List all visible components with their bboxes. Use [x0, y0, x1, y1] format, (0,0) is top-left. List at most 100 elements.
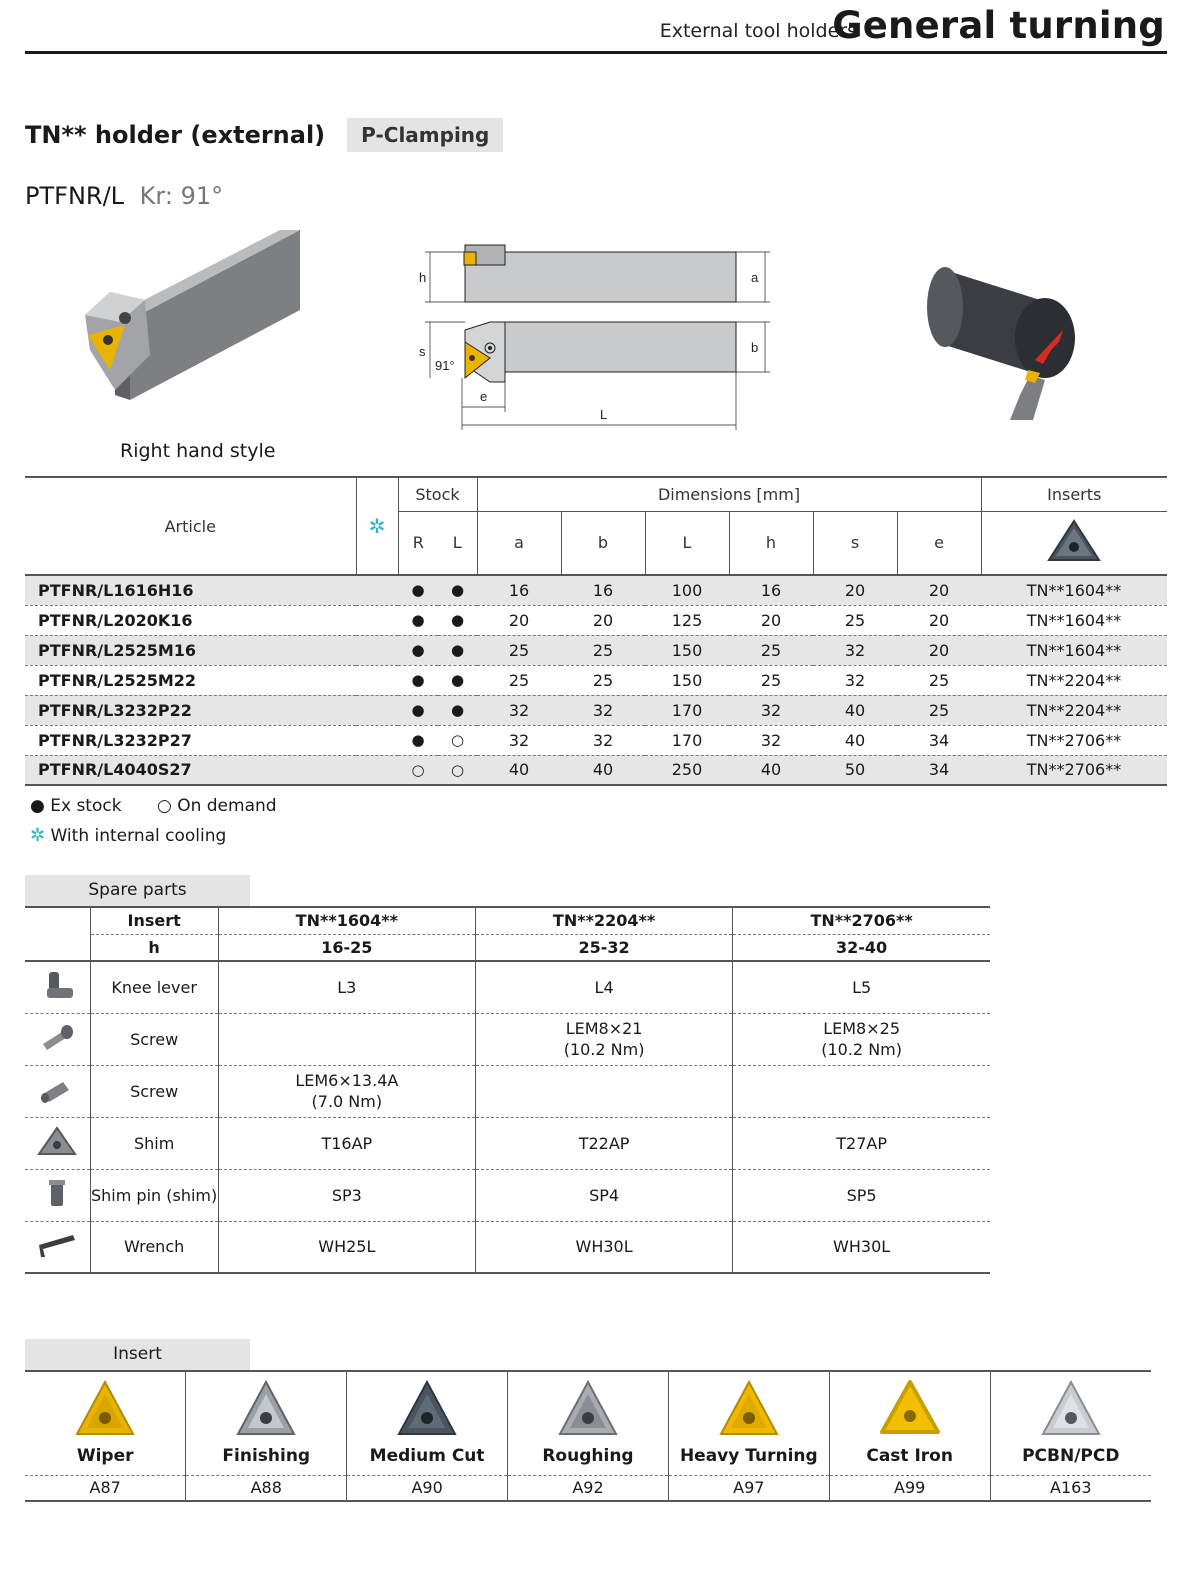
- article-cell: PTFNR/L2525M16: [25, 635, 356, 666]
- finishing-insert-icon: [236, 1379, 296, 1435]
- stock-l-cell: ○: [438, 725, 477, 756]
- insert-card[interactable]: Wiper: [25, 1370, 186, 1475]
- header-article: Article: [25, 476, 356, 576]
- dim-cell: 25: [897, 695, 981, 726]
- part-name: Wrench: [89, 1221, 219, 1274]
- dim-cell: 34: [897, 725, 981, 756]
- header-stock: Stock: [397, 476, 477, 512]
- part-value: SP3: [331, 1185, 362, 1205]
- cooling-icon: ✲: [355, 476, 398, 576]
- dim-cell: 25: [897, 665, 981, 696]
- stock-l-cell: ●: [438, 605, 477, 636]
- shim-icon: [25, 1117, 91, 1170]
- spare-part-row: Wrench WH25L WH30L WH30L: [25, 1221, 990, 1274]
- insert-page-ref[interactable]: A87: [25, 1474, 186, 1502]
- insert-page-ref[interactable]: A163: [989, 1474, 1151, 1502]
- drawing-label-a: a: [751, 270, 759, 285]
- insert-card[interactable]: Finishing: [185, 1370, 347, 1475]
- stock-r-cell: ●: [398, 665, 438, 696]
- part-value: T16AP: [321, 1133, 373, 1153]
- dim-cell: 40: [729, 755, 813, 786]
- part-value: WH30L: [833, 1237, 891, 1257]
- page-header: External tool holders General turning: [25, 0, 1167, 54]
- part-torque: (10.2 Nm): [821, 1040, 902, 1059]
- dim-cell: 25: [729, 635, 813, 666]
- dim-cell: 20: [477, 605, 561, 636]
- header-dim-l: L: [644, 511, 729, 576]
- part-value: LEM6×13.4A: [295, 1071, 399, 1090]
- insert-page-ref[interactable]: A92: [507, 1474, 669, 1502]
- dim-cell: 25: [477, 665, 561, 696]
- stock-legend: ● Ex stock ○ On demand ✲ With internal c…: [30, 792, 277, 851]
- header-inserts: Inserts: [980, 476, 1167, 512]
- spare-part-row: Knee lever L3 L4 L5: [25, 961, 990, 1014]
- insert-page-ref[interactable]: A88: [185, 1474, 347, 1502]
- cooling-legend-icon: ✲: [30, 825, 46, 846]
- part-name: Shim: [89, 1117, 219, 1170]
- dim-cell: 20: [897, 605, 981, 636]
- dim-cell: 50: [813, 755, 897, 786]
- insert-name: PCBN/PCD: [1022, 1446, 1120, 1466]
- dim-cell: 250: [645, 755, 729, 786]
- header-dim-s: s: [812, 511, 897, 576]
- drawing-label-e: e: [480, 389, 487, 404]
- article-cell: PTFNR/L4040S27: [25, 755, 356, 786]
- header-subtitle: External tool holders: [659, 20, 857, 42]
- legend-on-demand: ○ On demand: [156, 796, 277, 816]
- medium-cut-insert-icon: [397, 1379, 457, 1435]
- dim-cell: 170: [645, 695, 729, 726]
- insert-header: Insert: [89, 906, 219, 935]
- stock-l-cell: ●: [438, 665, 477, 696]
- insert-card[interactable]: Medium Cut: [346, 1370, 508, 1475]
- insert-card[interactable]: Roughing: [507, 1370, 669, 1475]
- part-value: WH30L: [575, 1237, 633, 1257]
- insert-section-label: Insert: [25, 1339, 250, 1370]
- stock-r-cell: ●: [398, 725, 438, 756]
- part-value: LEM8×25: [823, 1019, 900, 1038]
- insert-name: Wiper: [76, 1446, 134, 1466]
- drawing-label-h: h: [419, 270, 426, 285]
- part-name: Screw: [89, 1065, 219, 1118]
- dim-cell: 25: [561, 665, 645, 696]
- header-dim-e: e: [896, 511, 981, 576]
- header-dim-a: a: [476, 511, 561, 576]
- workpiece-image: [927, 267, 1075, 420]
- part-name: Knee lever: [89, 961, 219, 1014]
- dim-cell: 25: [729, 665, 813, 696]
- stock-r-cell: ○: [398, 755, 438, 786]
- insert-cell: TN**2706**: [981, 725, 1167, 756]
- dim-cell: 32: [813, 665, 897, 696]
- insert-card[interactable]: Cast Iron: [828, 1370, 991, 1475]
- drawing-label-s: s: [419, 344, 426, 359]
- dim-cell: 25: [477, 635, 561, 666]
- dim-cell: 40: [813, 725, 897, 756]
- pcbn-pcd-insert-icon: [1041, 1379, 1101, 1435]
- dim-cell: 20: [897, 635, 981, 666]
- dim-cell: 150: [645, 635, 729, 666]
- dim-cell: 16: [729, 575, 813, 606]
- insert-page-ref[interactable]: A90: [346, 1474, 508, 1502]
- header-dim-h: h: [728, 511, 813, 576]
- insert-cell: TN**1604**: [981, 605, 1167, 636]
- insert-name: Cast Iron: [866, 1446, 953, 1466]
- dim-cell: 100: [645, 575, 729, 606]
- drawing-label-angle: 91°: [435, 358, 455, 373]
- h-header: h: [89, 934, 219, 962]
- insert-card[interactable]: PCBN/PCD: [989, 1370, 1151, 1475]
- spare-part-row: Screw LEM6×13.4A(7.0 Nm): [25, 1065, 990, 1118]
- dim-cell: 20: [897, 575, 981, 606]
- insert-card[interactable]: Heavy Turning: [667, 1370, 830, 1475]
- model-name: PTFNR/L: [25, 182, 125, 210]
- dim-cell: 34: [897, 755, 981, 786]
- dim-cell: 32: [477, 725, 561, 756]
- dim-cell: 32: [729, 695, 813, 726]
- stock-r-cell: ●: [398, 635, 438, 666]
- insert-page-ref[interactable]: A99: [828, 1474, 991, 1502]
- kr-angle: Kr: 91°: [139, 182, 224, 210]
- screw-icon: [25, 1013, 91, 1066]
- spare-part-row: Shim T16AP T22AP T27AP: [25, 1117, 990, 1170]
- insert-page-ref[interactable]: A97: [667, 1474, 830, 1502]
- insert-grades-table: Wiper Finishing Medium Cut Roughing Heav…: [25, 1370, 1151, 1502]
